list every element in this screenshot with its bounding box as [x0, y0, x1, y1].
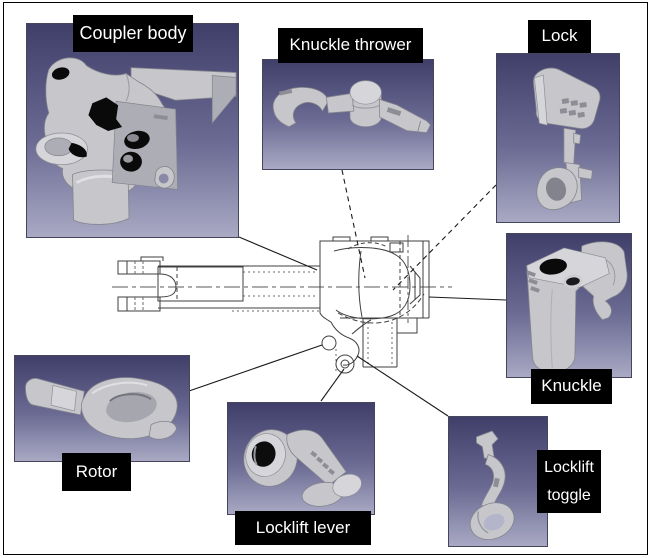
- rotor-model: [25, 377, 178, 440]
- locklift-toggle-viewer: [448, 416, 548, 547]
- locklift-toggle-label-line2: toggle: [547, 486, 591, 504]
- locklift-toggle-label: Locklift toggle: [537, 450, 601, 513]
- lock-viewer: [496, 53, 620, 223]
- locklift-lever-viewer: [227, 402, 375, 515]
- locklift-toggle-label-line1: Locklift: [544, 459, 594, 477]
- lock-model: [533, 67, 601, 211]
- coupler-body-model: [35, 57, 237, 225]
- lock-label: Lock: [528, 20, 591, 53]
- locklift-lever-model: [243, 429, 362, 507]
- locklift-lever-label: Locklift lever: [235, 511, 371, 545]
- leader-lines: [188, 169, 507, 417]
- rotor-label: Rotor: [62, 453, 131, 491]
- figure-border: [3, 2, 648, 555]
- locklift-toggle-model: [469, 430, 515, 540]
- knuckle-label: Knuckle: [531, 369, 612, 404]
- knuckle-thrower-label: Knuckle thrower: [278, 28, 423, 63]
- coupler-body-viewer: [26, 23, 239, 238]
- knuckle-viewer: [506, 233, 632, 378]
- knuckle-thrower-model: [272, 80, 431, 134]
- coupler-body-label: Coupler body: [73, 15, 193, 52]
- knuckle-model: [526, 241, 628, 373]
- rotor-viewer: [14, 355, 190, 462]
- knuckle-thrower-viewer: [262, 59, 434, 170]
